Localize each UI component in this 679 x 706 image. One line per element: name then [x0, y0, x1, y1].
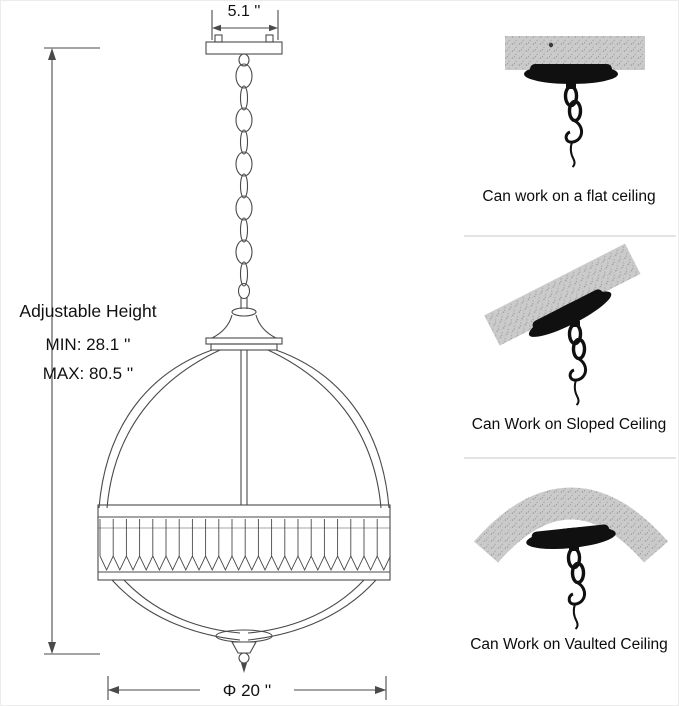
finial-drawing — [111, 579, 377, 673]
adjustable-height-block: Adjustable Height MIN: 28.1 '' MAX: 80.5… — [2, 301, 174, 393]
vaulted-chain-icon — [566, 542, 587, 631]
max-height-value: MAX: 80.5 '' — [42, 364, 134, 383]
vaulted-ceiling-caption: Can Work on Vaulted Ceiling — [470, 636, 668, 653]
diameter-dimension-label: Φ 20 '' — [200, 681, 294, 701]
width-dimension-line — [211, 10, 279, 40]
flat-chain-icon — [563, 80, 584, 169]
frame-body-drawing — [98, 297, 390, 509]
sloped-ceiling-caption: Can Work on Sloped Ceiling — [471, 416, 667, 433]
crystal-drum-drawing — [97, 504, 391, 581]
flat-ceiling-illustration — [505, 36, 645, 169]
sloped-chain-icon — [567, 318, 588, 407]
width-dimension-label: 5.1 '' — [227, 3, 261, 20]
flat-ceiling-caption: Can work on a flat ceiling — [482, 188, 656, 205]
sloped-ceiling-illustration — [484, 243, 641, 407]
ceiling-canopy-drawing — [205, 34, 283, 67]
chandelier-line-drawing — [44, 10, 391, 700]
adjustable-height-title: Adjustable Height — [19, 301, 157, 321]
vaulted-ceiling-illustration — [473, 487, 669, 631]
chain-drawing — [235, 63, 253, 300]
min-height-value: MIN: 28.1 '' — [45, 335, 131, 354]
height-dimension-line — [44, 47, 100, 655]
